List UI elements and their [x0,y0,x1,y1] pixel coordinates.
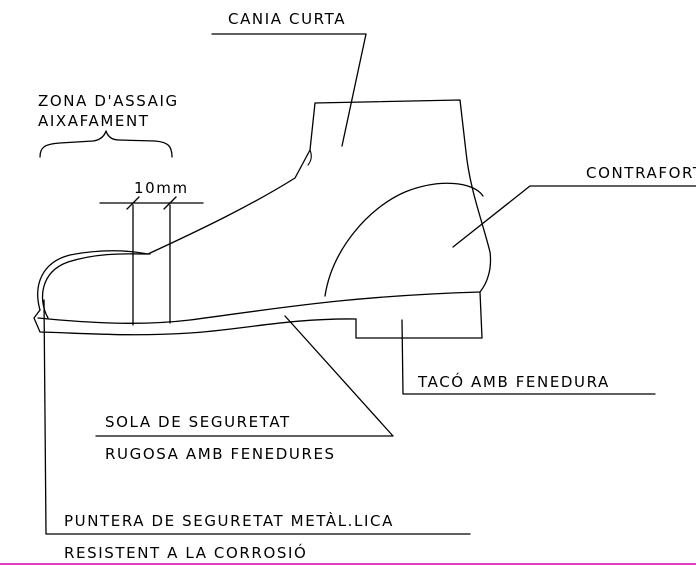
test-zone-dimension: 10mm ZONA D'ASSAIG AIXAFAMENT [38,92,204,326]
callout-toecap: PUNTERA DE SEGURETAT METÀL.LICA RESISTEN… [43,299,471,562]
toecap-label-line1: PUNTERA DE SEGURETAT METÀL.LICA [64,511,394,530]
counter-outline [324,182,484,297]
upper-leader [211,33,367,147]
heel-leader [401,319,656,395]
toecap-outline [41,253,151,319]
dimension-right-tick [163,196,177,210]
toecap-label-line2: RESISTENT A LA CORROSIÓ [64,543,307,562]
toecap-leader [43,299,471,535]
callout-upper: CANIA CURTA [211,10,367,147]
sole-label-line2: RUGOSA AMB FENEDURES [105,445,336,463]
dimension-label: 10mm [134,179,189,197]
sole-label-line1: SOLA DE SEGURETAT [105,413,291,431]
boot-drawing [33,99,492,339]
test-zone-label-line1: ZONA D'ASSAIG [38,92,179,110]
outsole-bottom-line [33,309,357,336]
upper-label: CANIA CURTA [228,10,346,28]
callout-sole: SOLA DE SEGURETAT RUGOSA AMB FENEDURES [95,315,394,463]
heel-label: TACÓ AMB FENEDURA [417,372,610,391]
dimension-left-tick [126,196,140,210]
test-zone-brace [39,130,173,158]
callout-counter: CONTRAFORT [452,164,696,248]
sole-leader [95,315,394,437]
sole-top-line [37,291,481,324]
counter-label: CONTRAFORT [586,164,696,182]
boot-upper-outline [37,99,492,339]
test-zone-label-line2: AIXAFAMENT [38,112,150,130]
counter-leader [452,185,696,248]
callout-heel: TACÓ AMB FENEDURA [401,319,656,395]
shaft-fold-line [307,149,312,166]
